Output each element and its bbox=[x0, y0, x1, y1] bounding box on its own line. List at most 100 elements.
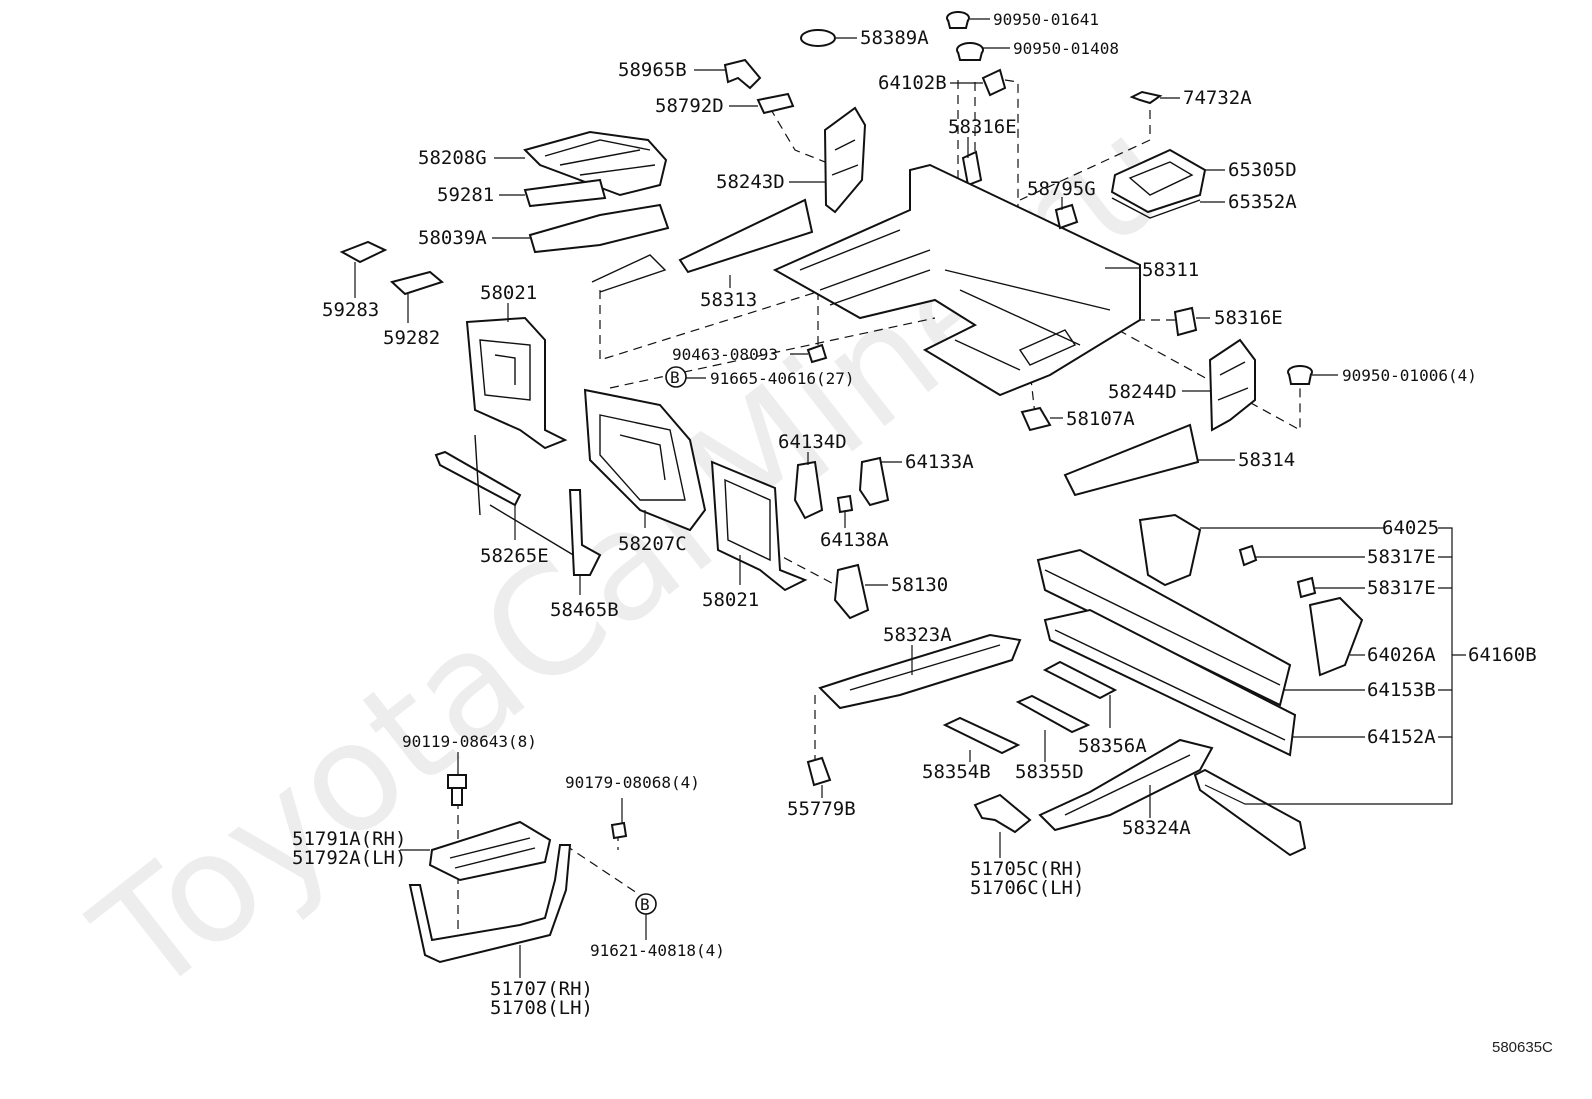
bracket-58465B bbox=[568, 489, 602, 576]
label-58356A: 58356A bbox=[1078, 735, 1147, 757]
cross-member-58324A bbox=[1038, 738, 1214, 832]
label-58324A: 58324A bbox=[1122, 817, 1191, 839]
plate-58354B bbox=[942, 716, 1021, 755]
plug-90950-01408 bbox=[956, 42, 984, 61]
cross-member-64153B bbox=[1036, 548, 1292, 707]
label-51705C: 51705C(RH) bbox=[970, 858, 1084, 880]
label-59283: 59283 bbox=[322, 299, 379, 321]
bracket-58316E-right bbox=[1173, 306, 1198, 337]
label-58316E-right: 58316E bbox=[1214, 307, 1283, 329]
panel-58021-bottom bbox=[710, 460, 808, 592]
label-90463-08093: 90463-08093 bbox=[672, 345, 778, 364]
label-58130: 58130 bbox=[891, 574, 948, 596]
plate-58355D bbox=[1015, 694, 1091, 734]
bracket-64102B bbox=[981, 68, 1007, 97]
label-58243D: 58243D bbox=[716, 171, 785, 193]
label-51792A: 51792A(LH) bbox=[292, 847, 406, 869]
seal-65352A bbox=[1111, 197, 1201, 219]
panel-58207C bbox=[583, 388, 707, 532]
member-58313 bbox=[678, 198, 814, 274]
gusset-58792D bbox=[756, 92, 795, 115]
label-64026A: 64026A bbox=[1367, 644, 1436, 666]
label-58021-bottom: 58021 bbox=[702, 589, 759, 611]
label-58317E-b: 58317E bbox=[1367, 577, 1436, 599]
nut-90179-08068 bbox=[610, 821, 628, 840]
plug-64138A bbox=[836, 494, 854, 514]
label-58316E-top: 58316E bbox=[948, 116, 1017, 138]
label-58389A: 58389A bbox=[860, 27, 929, 49]
part-labels: 58389A 90950-01641 90950-01408 58965B 64… bbox=[292, 10, 1537, 1019]
label-51707: 51707(RH) bbox=[490, 978, 593, 1000]
clip-58965B bbox=[723, 58, 762, 90]
svg-text:B: B bbox=[670, 368, 680, 387]
callout-b-marker-1: B bbox=[665, 366, 687, 388]
label-58207C: 58207C bbox=[618, 533, 687, 555]
bracket-58316E-top bbox=[961, 150, 983, 187]
label-58792D: 58792D bbox=[655, 95, 724, 117]
label-74732A: 74732A bbox=[1183, 87, 1252, 109]
plug-90950-01641 bbox=[946, 11, 970, 29]
label-90179-08068: 90179-08068(4) bbox=[565, 773, 700, 792]
plug-58389A bbox=[800, 29, 836, 47]
label-90950-01006: 90950-01006(4) bbox=[1342, 366, 1477, 385]
clip-90463-08093 bbox=[806, 343, 828, 364]
label-90950-01408: 90950-01408 bbox=[1013, 39, 1119, 58]
label-58314: 58314 bbox=[1238, 449, 1295, 471]
bracket-58795G bbox=[1054, 203, 1079, 230]
seat-frame-58208G bbox=[523, 130, 668, 197]
label-58021-top: 58021 bbox=[480, 282, 537, 304]
cover-65305D bbox=[1110, 148, 1207, 214]
label-55779B: 55779B bbox=[787, 798, 856, 820]
bracket-59283 bbox=[339, 240, 388, 264]
brace-58243D bbox=[823, 106, 867, 214]
label-65305D: 65305D bbox=[1228, 159, 1297, 181]
brace-58244D bbox=[1208, 338, 1256, 432]
step-bracket-51707 bbox=[408, 844, 572, 964]
label-58313: 58313 bbox=[700, 289, 757, 311]
label-51706C: 51706C(LH) bbox=[970, 877, 1084, 899]
drawing-code: 580635C bbox=[1492, 1039, 1553, 1056]
label-58039A: 58039A bbox=[418, 227, 487, 249]
label-51791A: 51791A(RH) bbox=[292, 828, 406, 850]
clip-58107A bbox=[1020, 406, 1052, 432]
label-91621-40818: 91621-40818(4) bbox=[590, 941, 725, 960]
bracket-59282 bbox=[389, 270, 445, 296]
label-64138A: 64138A bbox=[820, 529, 889, 551]
panel-58021-top bbox=[465, 316, 568, 450]
label-58265E: 58265E bbox=[480, 545, 549, 567]
label-58311: 58311 bbox=[1142, 259, 1199, 281]
label-58965B: 58965B bbox=[618, 59, 687, 81]
label-65352A: 65352A bbox=[1228, 191, 1297, 213]
plug-90950-01006 bbox=[1287, 365, 1313, 385]
bracket-58317E-a bbox=[1238, 544, 1258, 567]
seal-58130 bbox=[833, 563, 870, 620]
label-64102B: 64102B bbox=[878, 72, 947, 94]
label-58317E-a: 58317E bbox=[1367, 546, 1436, 568]
member-64160B-lower bbox=[1193, 768, 1307, 857]
label-58354B: 58354B bbox=[922, 761, 991, 783]
label-64160B: 64160B bbox=[1468, 644, 1537, 666]
label-64152A: 64152A bbox=[1367, 726, 1436, 748]
label-51708: 51708(LH) bbox=[490, 997, 593, 1019]
plate-58356A bbox=[1042, 660, 1118, 700]
seal-64134D bbox=[793, 460, 824, 520]
step-51791A bbox=[428, 820, 552, 882]
bracket-51705C bbox=[973, 793, 1032, 834]
label-64133A: 64133A bbox=[905, 451, 974, 473]
label-58355D: 58355D bbox=[1015, 761, 1084, 783]
label-58795G: 58795G bbox=[1027, 178, 1096, 200]
bracket-58317E-b bbox=[1296, 576, 1317, 599]
leader-lines bbox=[354, 18, 1466, 978]
frame-58039A bbox=[528, 203, 670, 293]
label-59282: 59282 bbox=[383, 327, 440, 349]
label-58323A: 58323A bbox=[883, 624, 952, 646]
callout-b-marker-2: B bbox=[635, 893, 657, 915]
bar-59281 bbox=[523, 178, 607, 208]
label-58208G: 58208G bbox=[418, 147, 487, 169]
clip-74732A bbox=[1129, 90, 1163, 105]
svg-text:B: B bbox=[640, 895, 650, 914]
bolt-90119-08643 bbox=[447, 774, 467, 806]
label-58107A: 58107A bbox=[1066, 408, 1135, 430]
label-59281: 59281 bbox=[437, 184, 494, 206]
